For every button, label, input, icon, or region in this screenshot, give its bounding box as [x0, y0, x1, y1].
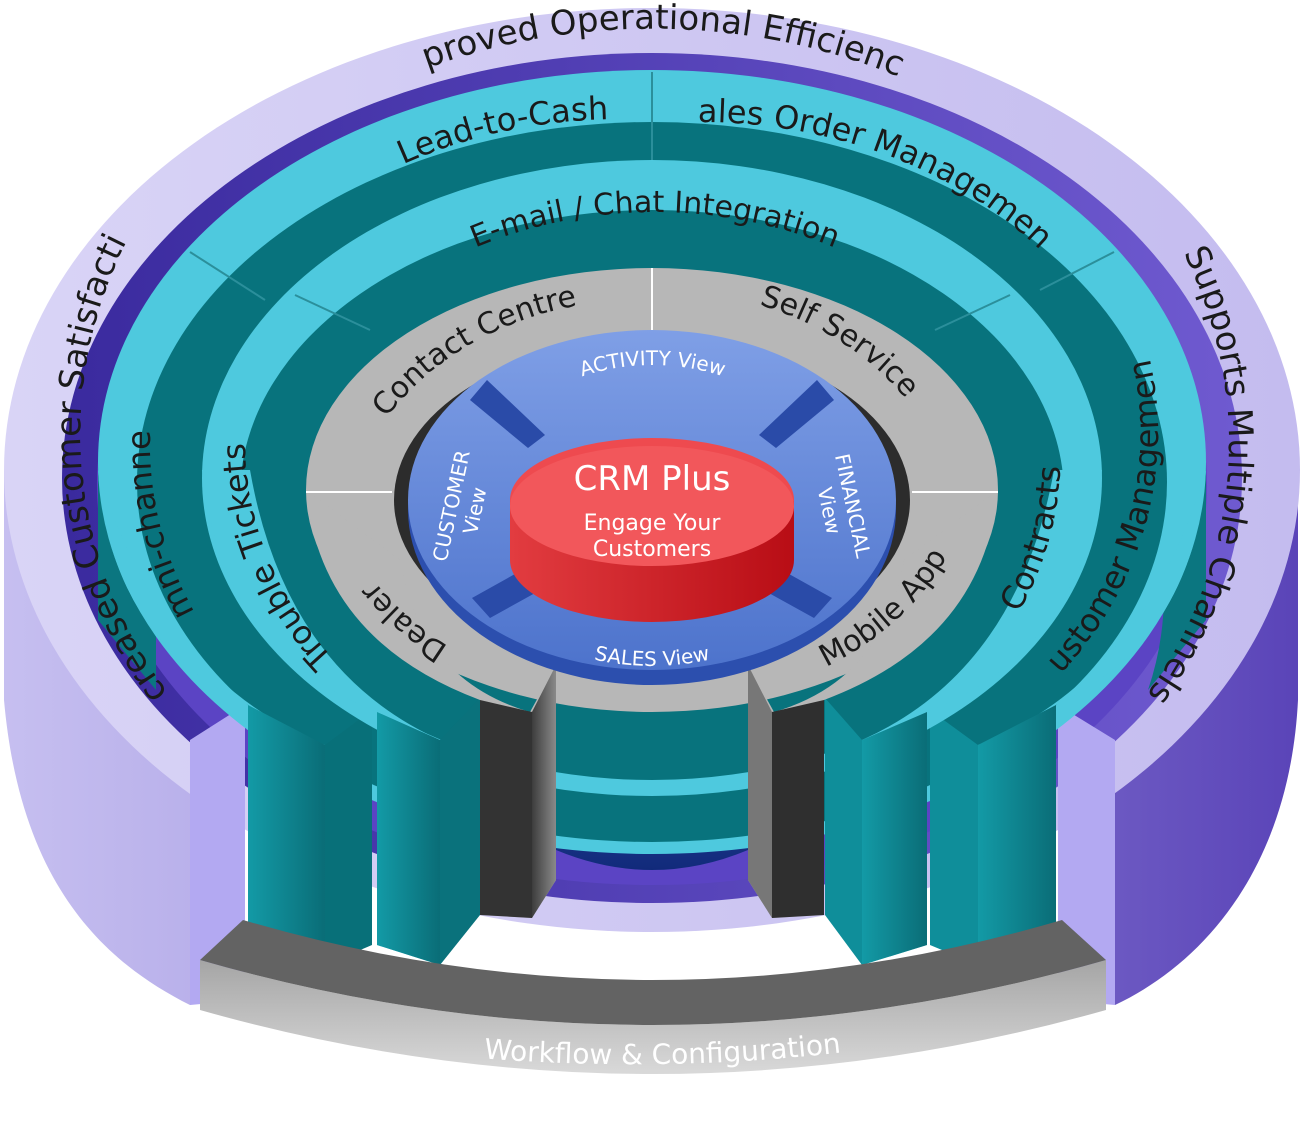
crm-plus-center: [510, 438, 794, 622]
label-engage-line2: Customers: [593, 537, 711, 562]
label-crm-plus: CRM Plus: [574, 459, 731, 499]
label-engage-line1: Engage Your: [584, 511, 722, 536]
workflow-base: [200, 920, 1106, 1074]
